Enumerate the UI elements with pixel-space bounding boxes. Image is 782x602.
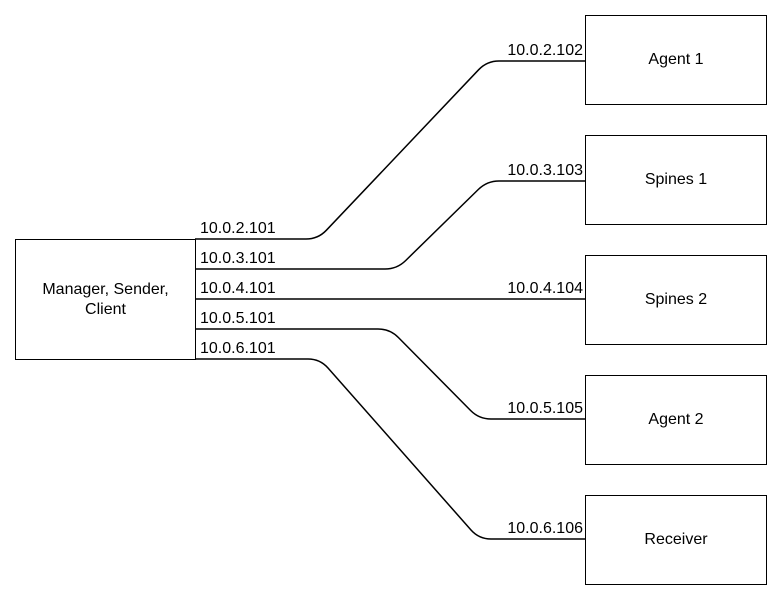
node-receiver: Receiver (585, 495, 767, 585)
node-ip-label-spines-2: 10.0.4.104 (507, 280, 583, 297)
connector-manager-to-receiver (195, 358, 586, 540)
node-spines-1: Spines 1 (585, 135, 767, 225)
node-label-line: Client (85, 300, 126, 318)
node-label: Spines 1 (644, 171, 708, 188)
node-spines-2: Spines 2 (585, 255, 767, 345)
node-ip-label-agent-2: 10.0.5.105 (507, 400, 583, 417)
node-agent-2: Agent 2 (585, 375, 767, 465)
connector-manager-to-agent-2 (195, 328, 586, 420)
manager-ip-label-agent-2: 10.0.5.101 (200, 310, 276, 327)
node-label: Agent 2 (648, 411, 704, 428)
node-manager-sender-client: Manager, Sender, Client (15, 239, 196, 360)
node-label-line: Manager, Sender, (42, 280, 169, 298)
node-ip-label-spines-1: 10.0.3.103 (507, 162, 583, 179)
node-label: Receiver (644, 531, 708, 548)
node-ip-label-receiver: 10.0.6.106 (507, 520, 583, 537)
manager-ip-label-receiver: 10.0.6.101 (200, 340, 276, 357)
manager-ip-label-spines-1: 10.0.3.101 (200, 250, 276, 267)
node-label: Spines 2 (644, 291, 708, 308)
manager-ip-label-agent-1: 10.0.2.101 (200, 220, 276, 237)
connector-manager-to-agent-1 (195, 60, 586, 240)
node-label: Agent 1 (648, 51, 704, 68)
manager-ip-label-spines-2: 10.0.4.101 (200, 280, 276, 297)
node-ip-label-agent-1: 10.0.2.102 (507, 42, 583, 59)
connector-manager-to-spines-1 (195, 180, 586, 270)
node-agent-1: Agent 1 (585, 15, 767, 105)
